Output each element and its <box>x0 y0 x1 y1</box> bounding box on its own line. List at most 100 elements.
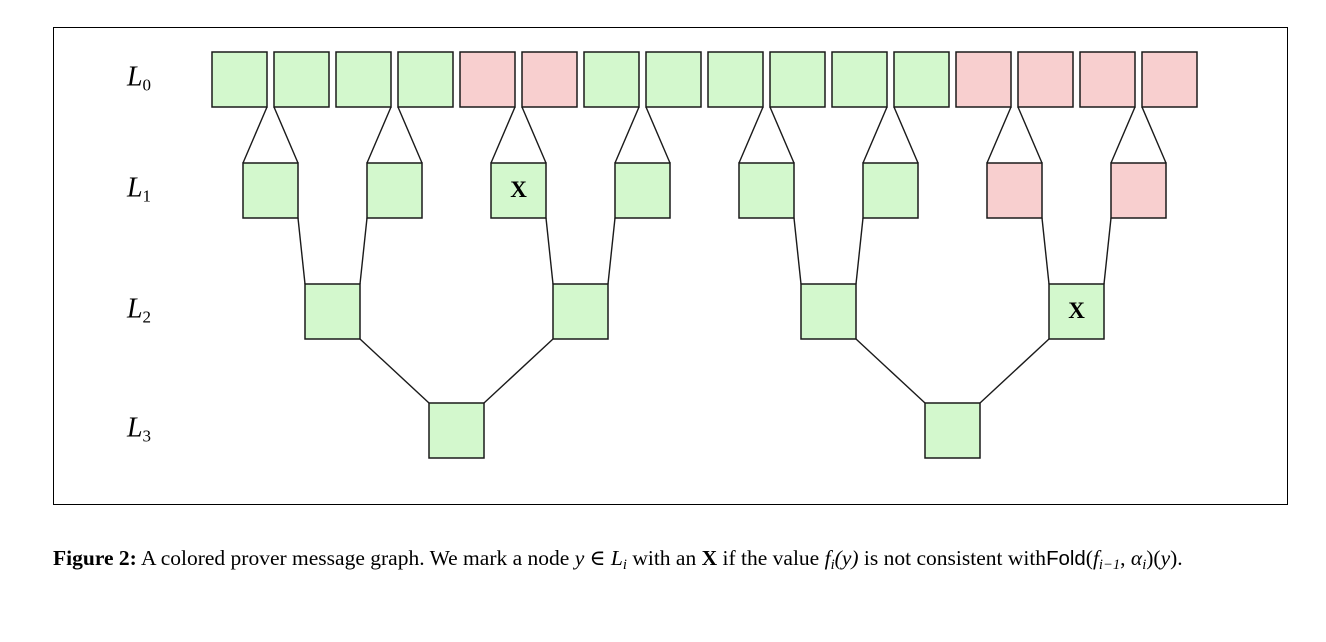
graph-node-0-5[interactable] <box>521 51 578 108</box>
graph-node-1-1[interactable] <box>366 162 423 219</box>
caption-text-in: ∈ <box>589 546 606 570</box>
node-rect[interactable] <box>831 51 888 108</box>
graph-node-0-7[interactable] <box>645 51 702 108</box>
graph-edge <box>1110 106 1136 164</box>
graph-node-0-10[interactable] <box>831 51 888 108</box>
node-rect[interactable] <box>1017 51 1074 108</box>
layer-label-letter: L <box>126 173 143 204</box>
graph-edge <box>273 106 299 164</box>
node-rect[interactable] <box>645 51 702 108</box>
graph-node-0-6[interactable] <box>583 51 640 108</box>
layer-label-subscript: 0 <box>143 75 152 94</box>
layer-label-2: L2 <box>126 294 151 326</box>
node-rect[interactable] <box>862 162 919 219</box>
node-rect[interactable] <box>211 51 268 108</box>
node-rect[interactable] <box>490 162 547 219</box>
node-rect[interactable] <box>986 162 1043 219</box>
node-rect[interactable] <box>521 51 578 108</box>
graph-edge <box>483 338 554 404</box>
graph-edge <box>986 106 1012 164</box>
graph-node-0-12[interactable] <box>955 51 1012 108</box>
node-rect[interactable] <box>893 51 950 108</box>
graph-edge <box>769 106 795 164</box>
figure-caption: Figure 2: A colored prover message graph… <box>53 544 1289 576</box>
graph-node-3-1[interactable] <box>924 402 981 459</box>
graph-edge <box>614 106 640 164</box>
layer-label-3: L3 <box>126 413 151 445</box>
graph-node-3-0[interactable] <box>428 402 485 459</box>
node-rect[interactable] <box>583 51 640 108</box>
node-rect[interactable] <box>1141 51 1198 108</box>
graph-node-1-3[interactable] <box>614 162 671 219</box>
node-rect[interactable] <box>769 51 826 108</box>
node-rect[interactable] <box>924 402 981 459</box>
layer-label-subscript: 1 <box>143 186 152 205</box>
node-rect[interactable] <box>397 51 454 108</box>
graph-node-2-0[interactable] <box>304 283 361 340</box>
graph-edge <box>359 217 368 285</box>
graph-node-1-7[interactable] <box>1110 162 1167 219</box>
graph-node-1-4[interactable] <box>738 162 795 219</box>
node-rect[interactable] <box>707 51 764 108</box>
node-rect[interactable] <box>955 51 1012 108</box>
graph-node-0-3[interactable] <box>397 51 454 108</box>
node-rect[interactable] <box>459 51 516 108</box>
node-rect[interactable] <box>366 162 423 219</box>
node-rect[interactable] <box>1079 51 1136 108</box>
caption-math-layer: Li <box>610 546 627 574</box>
graph-node-0-15[interactable] <box>1141 51 1198 108</box>
layer-label-letter: L <box>126 294 143 325</box>
graph-node-0-0[interactable] <box>211 51 268 108</box>
node-rect[interactable] <box>738 162 795 219</box>
graph-node-1-0[interactable] <box>242 162 299 219</box>
node-rect[interactable] <box>1048 283 1105 340</box>
graph-node-0-4[interactable] <box>459 51 516 108</box>
caption-fold-close: )( <box>1146 546 1161 570</box>
graph-edge <box>545 217 554 285</box>
graph-edge <box>1041 217 1050 285</box>
graph-node-2-2[interactable] <box>800 283 857 340</box>
caption-math-f: fi(y) <box>824 546 859 574</box>
node-rect[interactable] <box>800 283 857 340</box>
graph-edge <box>1141 106 1167 164</box>
caption-fold-f-sub: i−1 <box>1098 557 1121 574</box>
node-rect[interactable] <box>242 162 299 219</box>
node-rect[interactable] <box>304 283 361 340</box>
graph-node-0-1[interactable] <box>273 51 330 108</box>
layer-label-1: L1 <box>126 173 151 205</box>
layer-label-subscript: 3 <box>143 426 152 445</box>
graph-edge <box>893 106 919 164</box>
layer-label-letter: L <box>126 413 143 444</box>
node-rect[interactable] <box>1110 162 1167 219</box>
layer-label-letter: L <box>126 62 143 93</box>
graph-node-1-6[interactable] <box>986 162 1043 219</box>
graph-edge <box>607 217 616 285</box>
node-rect[interactable] <box>273 51 330 108</box>
graph-edge <box>242 106 268 164</box>
graph-node-0-9[interactable] <box>769 51 826 108</box>
graph-node-0-14[interactable] <box>1079 51 1136 108</box>
node-rect[interactable] <box>552 283 609 340</box>
graph-edge <box>979 338 1050 404</box>
node-rect[interactable] <box>335 51 392 108</box>
graph-node-1-5[interactable] <box>862 162 919 219</box>
graph-node-0-11[interactable] <box>893 51 950 108</box>
caption-text-4: is not consistent with <box>863 546 1047 570</box>
node-rect[interactable] <box>428 402 485 459</box>
graph-node-2-3[interactable]: X <box>1048 283 1105 340</box>
caption-mark-x: X <box>701 546 718 570</box>
graph-node-0-13[interactable] <box>1017 51 1074 108</box>
graph-node-2-1[interactable] <box>552 283 609 340</box>
node-rect[interactable] <box>614 162 671 219</box>
caption-fold-end: ). <box>1170 546 1183 570</box>
graph-node-1-2[interactable]: X <box>490 162 547 219</box>
graph-edge <box>521 106 547 164</box>
layer-label-subscript: 2 <box>143 307 152 326</box>
graph-node-0-2[interactable] <box>335 51 392 108</box>
graph-node-0-8[interactable] <box>707 51 764 108</box>
graph-edge <box>645 106 671 164</box>
caption-text-1: A colored prover message graph. We mark … <box>141 546 570 570</box>
graph-edge <box>862 106 888 164</box>
